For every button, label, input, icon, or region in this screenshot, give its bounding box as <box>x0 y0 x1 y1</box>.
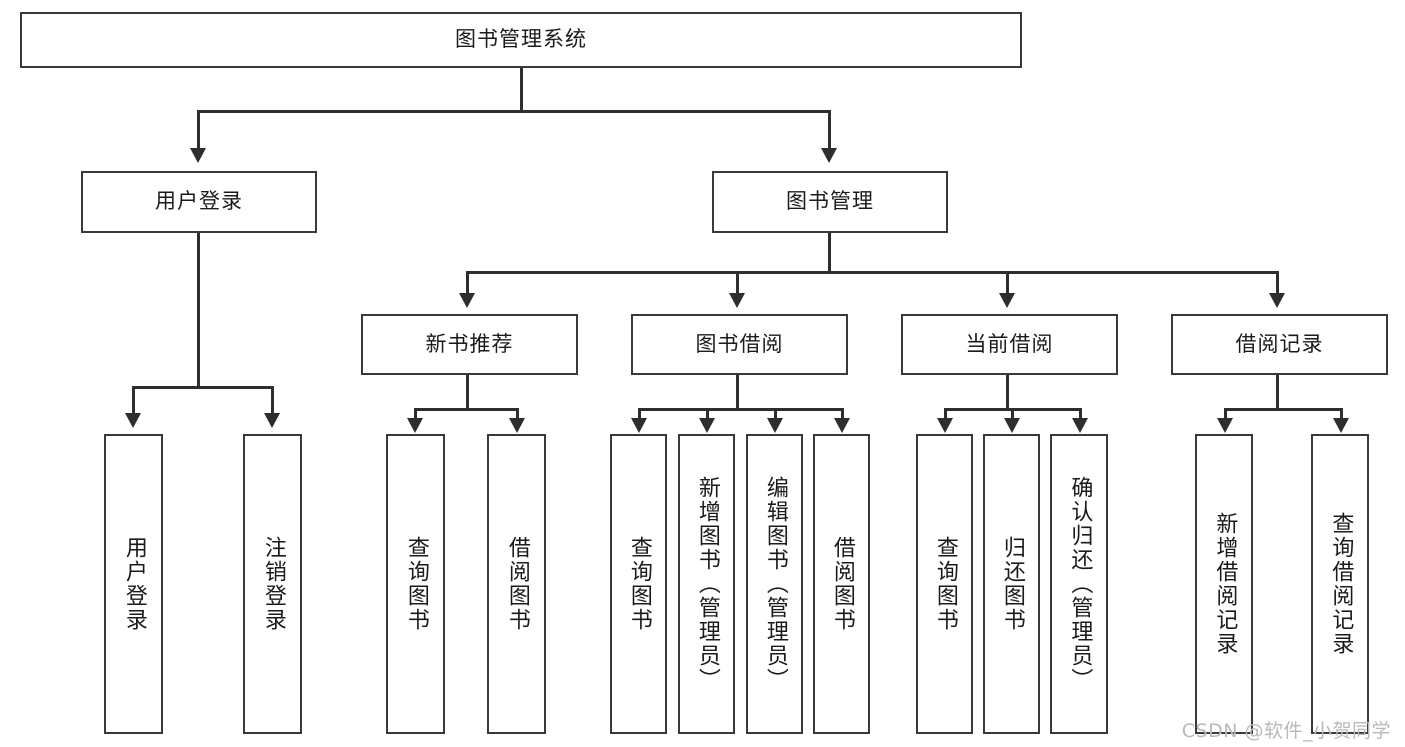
node-label: 编辑图书（管理员） <box>762 476 788 692</box>
edge-book-manage-bus <box>466 271 1278 274</box>
arrow-to-leaf-query-book-current <box>937 418 953 433</box>
edge-bb-leaf4 <box>841 408 844 418</box>
edge-cb-leaf3 <box>1079 408 1082 418</box>
node-book-borrow[interactable]: 图书借阅 <box>631 314 848 375</box>
edge-user-login-trunk <box>197 233 200 386</box>
node-label: 新书推荐 <box>425 331 514 356</box>
arrow-to-new-book-rec <box>459 293 475 308</box>
node-leaf-add-book-admin[interactable]: 新增图书（管理员） <box>678 434 735 734</box>
node-leaf-query-borrow-record[interactable]: 查询借阅记录 <box>1311 434 1369 734</box>
edge-current-borrow-trunk <box>1006 375 1009 408</box>
node-label: 新增图书（管理员） <box>694 476 720 692</box>
node-leaf-edit-book-admin[interactable]: 编辑图书（管理员） <box>746 434 803 734</box>
edge-cb-leaf2 <box>1011 408 1014 418</box>
node-label: 图书管理 <box>786 189 874 214</box>
edge-br-leaf2 <box>1340 408 1343 418</box>
edge-bb-leaf2 <box>706 408 709 418</box>
arrow-to-leaf-query-record <box>1333 418 1349 433</box>
edge-root-to-user-login <box>197 110 200 148</box>
edge-root-to-book-manage <box>828 110 831 148</box>
node-label: 查询图书 <box>403 536 429 632</box>
edge-user-login-to-leaf1 <box>132 386 135 413</box>
node-leaf-query-book-borrow[interactable]: 查询图书 <box>610 434 667 734</box>
node-label: 查询图书 <box>932 536 958 632</box>
node-label: 注销登录 <box>260 536 286 632</box>
node-leaf-borrow-book-recommend[interactable]: 借阅图书 <box>487 434 546 734</box>
edge-borrow-record-trunk <box>1276 375 1279 408</box>
node-label: 图书借阅 <box>695 331 784 356</box>
arrow-to-leaf-return-book <box>1004 418 1020 433</box>
arrow-to-leaf-query-book-borrow <box>631 418 647 433</box>
csdn-watermark: CSDN @软件_小贺同学 <box>1181 720 1391 742</box>
node-label: 当前借阅 <box>965 331 1054 356</box>
node-leaf-query-book-current[interactable]: 查询图书 <box>916 434 973 734</box>
edge-bb-leaf3 <box>774 408 777 418</box>
arrow-to-leaf-borrow-book-rec <box>509 418 525 433</box>
arrow-to-leaf-query-book-rec <box>407 418 423 433</box>
arrow-to-user-login <box>190 148 206 163</box>
node-new-book-recommend[interactable]: 新书推荐 <box>361 314 578 375</box>
node-leaf-return-book[interactable]: 归还图书 <box>983 434 1040 734</box>
node-label: 图书管理系统 <box>455 27 587 52</box>
node-label: 借阅图书 <box>829 536 855 632</box>
arrow-to-leaf-edit-book <box>767 418 783 433</box>
edge-bb-leaf1 <box>638 408 641 418</box>
arrow-to-leaf-user-login <box>125 413 141 428</box>
node-leaf-logout[interactable]: 注销登录 <box>243 434 302 734</box>
edge-book-borrow-bus <box>638 408 842 411</box>
edge-nbr-leaf1 <box>414 408 417 418</box>
node-label: 借阅记录 <box>1235 331 1324 356</box>
node-borrow-record[interactable]: 借阅记录 <box>1171 314 1388 375</box>
node-book-manage[interactable]: 图书管理 <box>712 171 948 233</box>
edge-to-book-borrow <box>736 271 739 293</box>
node-current-borrow[interactable]: 当前借阅 <box>901 314 1118 375</box>
edge-root-bus <box>197 110 831 113</box>
node-label: 新增借阅记录 <box>1212 512 1238 656</box>
arrow-to-borrow-record <box>1269 293 1285 308</box>
edge-cb-leaf1 <box>944 408 947 418</box>
arrow-to-leaf-logout <box>264 413 280 428</box>
edge-borrow-record-bus <box>1224 408 1343 411</box>
edge-nbr-leaf2 <box>516 408 519 418</box>
edge-user-login-to-leaf2 <box>271 386 274 413</box>
arrow-to-book-borrow <box>729 293 745 308</box>
node-label: 用户登录 <box>121 536 147 632</box>
node-leaf-confirm-return-admin[interactable]: 确认归还（管理员） <box>1050 434 1108 734</box>
node-user-login[interactable]: 用户登录 <box>81 171 317 233</box>
node-leaf-add-borrow-record[interactable]: 新增借阅记录 <box>1195 434 1253 734</box>
arrow-to-leaf-add-book <box>699 418 715 433</box>
arrow-to-leaf-add-record <box>1217 418 1233 433</box>
edge-book-manage-trunk <box>828 233 831 271</box>
node-label: 确认归还（管理员） <box>1067 476 1093 692</box>
arrow-to-leaf-borrow-book <box>834 418 850 433</box>
node-label: 查询借阅记录 <box>1328 512 1354 656</box>
edge-new-book-rec-trunk <box>466 375 469 408</box>
edge-br-leaf1 <box>1224 408 1227 418</box>
node-label: 借阅图书 <box>504 536 530 632</box>
arrow-to-leaf-confirm-return <box>1072 418 1088 433</box>
edge-to-current-borrow <box>1006 271 1009 293</box>
node-root-system[interactable]: 图书管理系统 <box>20 12 1022 68</box>
edge-user-login-bus <box>132 386 274 389</box>
node-label: 归还图书 <box>999 536 1025 632</box>
arrow-to-current-borrow <box>999 293 1015 308</box>
node-leaf-user-login[interactable]: 用户登录 <box>104 434 163 734</box>
node-label: 用户登录 <box>155 189 243 214</box>
arrow-to-book-manage <box>821 148 837 163</box>
node-leaf-borrow-book[interactable]: 借阅图书 <box>813 434 870 734</box>
node-label: 查询图书 <box>626 536 652 632</box>
edge-book-borrow-trunk <box>736 375 739 408</box>
edge-new-book-rec-bus <box>414 408 519 411</box>
edge-to-new-book-rec <box>466 271 469 293</box>
edge-root-trunk <box>520 68 523 110</box>
edge-to-borrow-record <box>1276 271 1279 293</box>
node-leaf-query-book-recommend[interactable]: 查询图书 <box>386 434 445 734</box>
